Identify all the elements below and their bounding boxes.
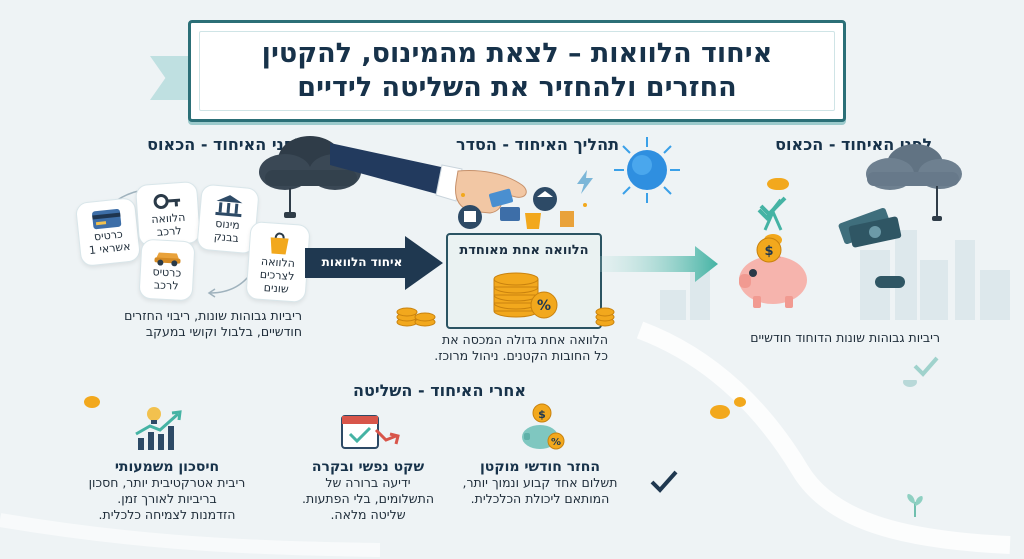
hand-placing-cards-icon — [330, 143, 527, 214]
debt-card-overdraft: מינוס בבנק — [196, 183, 260, 255]
lightning-icon — [577, 170, 593, 194]
unified-loan-box: הלוואה אחת מאוחדת % — [446, 233, 602, 329]
growth-chart-icon — [135, 407, 182, 450]
left-section-title: לפני האיחוד - הכאוס — [147, 135, 304, 154]
sun-icon — [614, 137, 680, 203]
piggy-bank-icon: $ % — [522, 403, 565, 450]
benefit-monthly-payment: החזר חודשי מוקטן תשלום אחד קבוע ונמוך יו… — [455, 459, 625, 507]
consolidation-arrow — [305, 236, 443, 290]
benefit-title: שקט נפשי ובקרה — [311, 459, 425, 475]
debt-card-label: כרטיס לרכב — [152, 265, 182, 293]
credit-card-icon — [92, 208, 122, 230]
page-title-line-2: החזרים ולהחזיר את השליטה לידיים — [297, 72, 737, 103]
right-section-description: ריביות גבוהות שונות הדוחוד חודשיים — [750, 330, 940, 345]
money-bills-icon — [838, 207, 902, 248]
car-icon — [154, 252, 181, 267]
debt-card-label: כרטיס אשראי 1 — [88, 227, 132, 258]
benefit-title: החזר חודשי מוקטן — [480, 459, 600, 475]
unified-loan-label: הלוואה אחת מאוחדת — [459, 243, 589, 258]
coins-decor — [84, 380, 917, 419]
svg-text:%: % — [537, 298, 551, 314]
debt-card-label: הלוואה לצרכים שונים — [259, 254, 296, 296]
title-banner: איחוד הלוואות – לצאת מהמינוס, להקטין החז… — [188, 20, 846, 122]
svg-text:$: $ — [538, 408, 546, 421]
key-icon — [153, 193, 181, 209]
consolidation-arrow-label: איחוד הלוואות — [321, 255, 403, 269]
benefit-title: חיסכון משמעותי — [114, 459, 220, 475]
sprout-icon — [907, 494, 923, 517]
debt-card-label: מינוס בבנק — [213, 216, 241, 245]
coin-stack-icon: % — [493, 272, 558, 319]
debt-card-label: הלוואה לרכב — [150, 210, 186, 239]
flow-arrow — [600, 246, 718, 282]
bank-icon — [215, 195, 243, 218]
debt-card-misc-loan: הלוואה לצרכים שונים — [245, 221, 311, 303]
debt-card-credit: כרטיס אשראי 1 — [74, 197, 142, 267]
check-icon — [650, 470, 678, 493]
floating-debt-icons — [458, 187, 587, 229]
debt-card-car: כרטיס לרכב — [138, 238, 196, 302]
coin-stacks-decor — [396, 307, 615, 327]
middle-section-description: הלוואה אחת גדולה המכסה את כל החובות הקטנ… — [434, 332, 608, 363]
left-section-description: ריביות גבוהות שונות, ריבוי החזרים חודשיי… — [124, 308, 302, 339]
coins-decor-right — [771, 178, 905, 288]
debt-card-car-loan: הלוואה לרכב — [134, 180, 202, 248]
benefit-peace-of-mind: שקט נפשי ובקרה ידיעה ברורה של התשלומים, … — [283, 459, 453, 523]
right-section-title: לפני האיחוד - הכאוס — [775, 135, 932, 154]
page-title-line-1: איחוד הלוואות – לצאת מהמינוס, להקטין — [261, 38, 773, 69]
check-icon — [913, 356, 939, 377]
svg-text:$: $ — [764, 244, 773, 259]
middle-section-title: תהליך האיחוד - הסדר — [455, 135, 619, 154]
shopping-bag-icon — [270, 232, 289, 255]
calendar-check-icon — [341, 415, 400, 449]
after-section-title: אחרי האיחוד - השליטה — [353, 381, 526, 400]
cloud-icon — [866, 144, 962, 221]
storm-cloud-icon — [259, 136, 361, 218]
check-icon — [759, 196, 787, 217]
svg-text:%: % — [551, 437, 561, 448]
benefit-savings: חיסכון משמעותי ריבית אטרקטיבית יותר, חסכ… — [62, 459, 272, 523]
